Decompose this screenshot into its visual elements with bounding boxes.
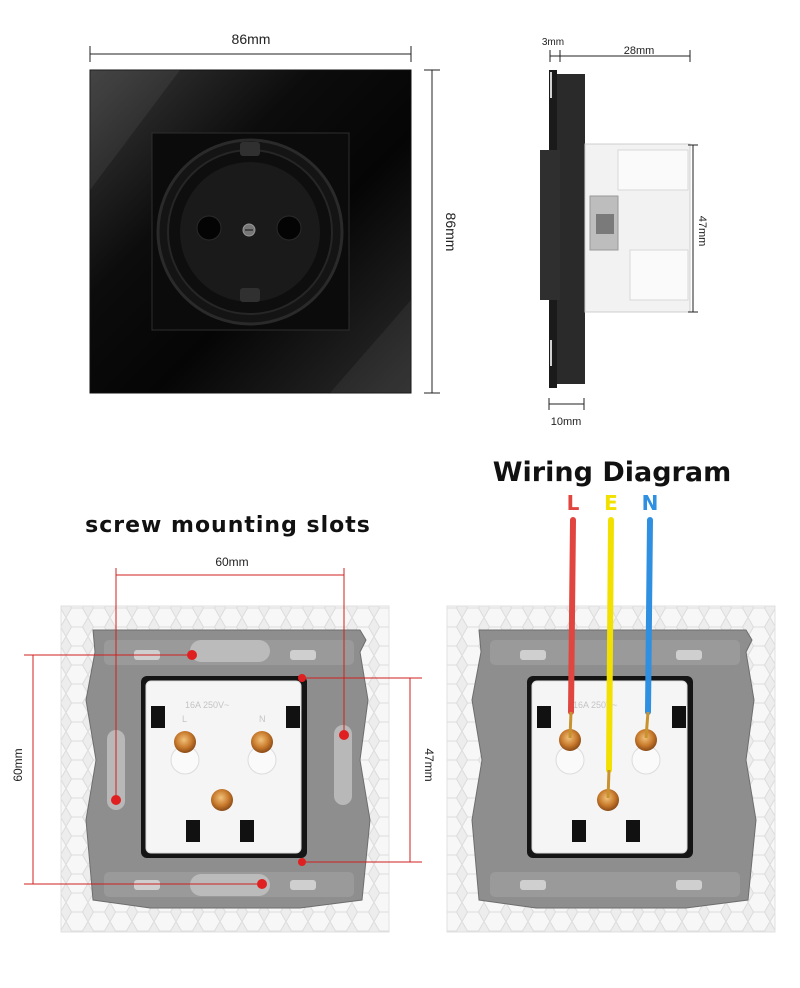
rating-text: 16A 250V~ bbox=[185, 700, 229, 710]
live-wire bbox=[568, 517, 576, 715]
inner-height-label: 47mm bbox=[422, 748, 436, 781]
socket-hole-left bbox=[196, 215, 222, 241]
earth-terminal-screw bbox=[211, 789, 233, 811]
screw-point-bottom bbox=[257, 879, 267, 889]
bottom-screw-slot bbox=[190, 874, 270, 896]
earth-clip-top bbox=[240, 142, 260, 156]
label-E: E bbox=[604, 491, 618, 515]
mounting-title: screw mounting slots bbox=[85, 513, 371, 538]
socket-module bbox=[145, 680, 302, 854]
side-height-label: 47mm bbox=[696, 216, 708, 247]
n-terminal-mark: N bbox=[259, 714, 266, 724]
top-screw-slot bbox=[190, 640, 270, 662]
wiring-title: Wiring Diagram bbox=[493, 457, 731, 488]
module-point-bottom bbox=[298, 858, 306, 866]
frame-body bbox=[557, 74, 585, 384]
wiring-rating-text: 16A 250V~ bbox=[573, 700, 617, 710]
side-view: 3mm 28mm 47mm 10mm bbox=[540, 37, 708, 428]
label-L: L bbox=[567, 491, 580, 515]
screw-point-left bbox=[111, 795, 121, 805]
earth-clip-bottom bbox=[240, 288, 260, 302]
screw-point-right bbox=[339, 730, 349, 740]
front-height-label: 86mm bbox=[443, 213, 459, 252]
front-width-label: 86mm bbox=[232, 31, 271, 47]
n-terminal-screw bbox=[251, 731, 273, 753]
mounting-socket: 16A 250V~ L N 60mm 60mm 47mm bbox=[11, 555, 436, 933]
depth-label: 28mm bbox=[624, 45, 655, 57]
base-depth-label: 10mm bbox=[551, 416, 582, 428]
front-view: 86mm 86mm bbox=[89, 31, 459, 394]
screw-point-top bbox=[187, 650, 197, 660]
l-terminal-screw bbox=[174, 731, 196, 753]
earth-wire bbox=[606, 517, 614, 773]
plate-thickness-label: 3mm bbox=[542, 37, 564, 48]
mounting-vertical-label: 60mm bbox=[11, 748, 25, 781]
neutral-wire bbox=[645, 517, 653, 715]
socket-hole-right bbox=[276, 215, 302, 241]
label-N: N bbox=[642, 491, 659, 515]
module-point-top bbox=[298, 674, 306, 682]
right-screw-slot bbox=[334, 725, 352, 805]
wiring-socket: 16A 250V~ L E N bbox=[446, 491, 776, 933]
l-terminal-mark: L bbox=[182, 714, 187, 724]
mounting-horizontal-label: 60mm bbox=[215, 555, 248, 569]
